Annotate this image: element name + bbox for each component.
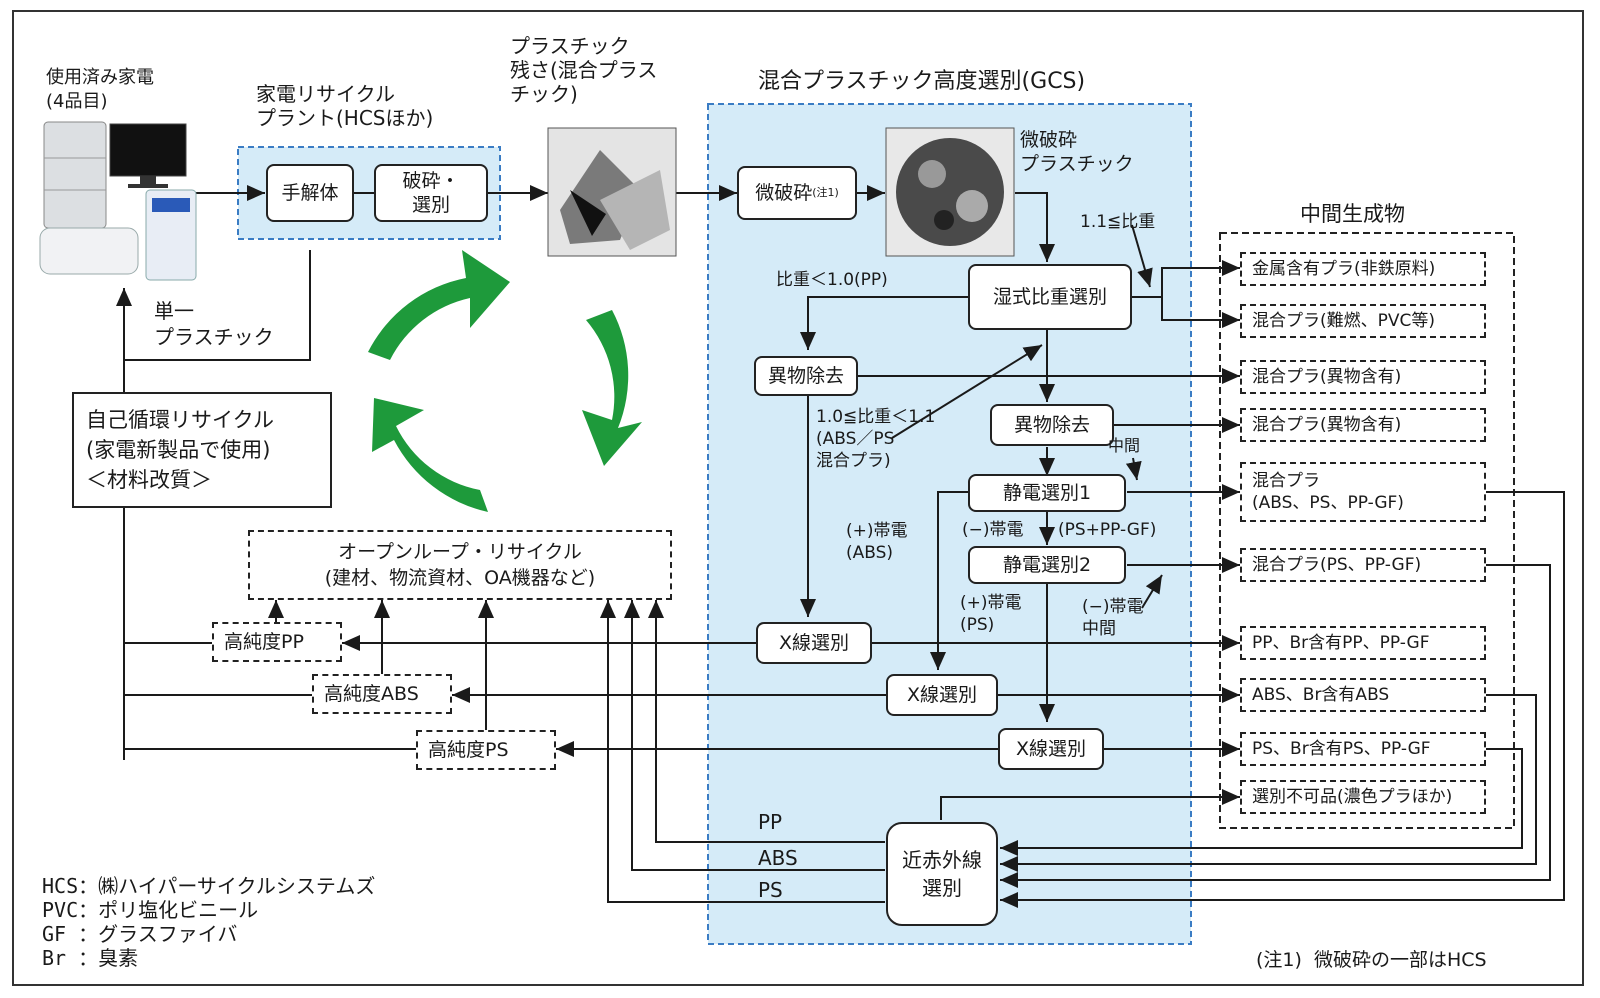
intermediate-item: PP、Br含有PP、PP-GF [1240, 626, 1486, 660]
sg-high-label: 1.1≦比重 [1080, 212, 1156, 232]
residue-label: プラスチック 残さ(混合プラス チック) [510, 34, 658, 106]
sg-low-label: 比重＜1.0(PP) [776, 270, 888, 290]
manual-dismantle-box: 手解体 [266, 164, 354, 222]
figure-frame [12, 10, 1584, 986]
plus-ps-label: (+)帯電 (PS) [960, 593, 1022, 635]
nir-pp-label: PP [758, 810, 783, 834]
xray-sort-ps-box: X線選別 [998, 728, 1104, 770]
intermediate-item: 混合プラ (ABS、PS、PP-GF) [1240, 462, 1486, 522]
appliances-label: 使用済み家電 (4品目) [46, 67, 154, 112]
high-purity-pp-box: 高純度PP [212, 622, 342, 662]
xray-sort-pp-box: X線選別 [756, 622, 872, 664]
intermediate-item: 金属含有プラ(非鉄原料) [1240, 252, 1486, 286]
nir-abs-label: ABS [758, 846, 798, 870]
sg-mid-label: 1.0≦比重＜1.1 (ABS／PS 混合プラ) [816, 407, 936, 471]
micro-crush-note: (注1) [812, 186, 839, 199]
intermediates-title: 中間生成物 [1300, 202, 1405, 226]
recycle-arrows-icon [368, 250, 642, 512]
legend-br: Br ：臭素 [42, 946, 139, 970]
air-conditioner-icon [39, 227, 139, 275]
crush-sort-box: 破砕・ 選別 [374, 164, 488, 222]
intermediate-item: ABS、Br含有ABS [1240, 678, 1486, 712]
ps-ppgf-label: (PS+PP-GF) [1058, 520, 1157, 540]
plant-title: 家電リサイクル プラント(HCSほか) [256, 82, 434, 130]
micro-crush-box: 微破砕(注1) [737, 166, 857, 220]
xray-sort-abs-box: X線選別 [886, 674, 998, 716]
wet-gravity-box: 湿式比重選別 [968, 264, 1132, 330]
plastic-residue-image [547, 127, 677, 257]
footnote: (注1) 微破砕の一部はHCS [1256, 949, 1487, 971]
tv-icon [109, 123, 187, 188]
legend-pvc: PVC：ポリ塩化ビニール [42, 898, 259, 922]
micro-crushed-plastic-image [885, 127, 1015, 257]
intermediate-item: 選別不可品(濃色プラほか) [1240, 780, 1486, 814]
electrostatic-2-box: 静電選別2 [968, 546, 1126, 584]
self-loop-recycle-box: 自己循環リサイクル (家電新製品で使用) ＜材料改質＞ [72, 392, 332, 508]
open-loop-recycle-box: オープンループ・リサイクル (建材、物流資材、OA機器など) [248, 530, 672, 600]
minus-middle-label: (−)帯電 中間 [1082, 597, 1144, 639]
legend-gf: GF ：グラスファイバ [42, 922, 238, 946]
electrostatic-1-box: 静電選別1 [968, 474, 1126, 512]
plus-abs-label: (+)帯電 (ABS) [846, 521, 908, 563]
middle-label: 中間 [1108, 436, 1141, 455]
intermediate-item: 混合プラ(異物含有) [1240, 408, 1486, 442]
single-plastic-label: 単一 プラスチック [154, 299, 274, 349]
intermediate-item: 混合プラ(難燃、PVC等) [1240, 304, 1486, 338]
foreign-removal-pp-box: 異物除去 [754, 356, 858, 396]
intermediate-item: 混合プラ(異物含有) [1240, 360, 1486, 394]
high-purity-abs-box: 高純度ABS [312, 674, 452, 714]
gcs-title: 混合プラスチック高度選別(GCS) [758, 69, 1086, 94]
nir-sort-box: 近赤外線 選別 [886, 822, 998, 926]
nir-ps-label: PS [758, 878, 783, 902]
foreign-removal-box: 異物除去 [990, 404, 1114, 446]
high-purity-ps-box: 高純度PS [416, 730, 556, 770]
legend-hcs: HCS：㈱ハイパーサイクルシステムズ [42, 874, 376, 898]
intermediate-item: 混合プラ(PS、PP-GF) [1240, 548, 1486, 582]
micro-plastic-label: 微破砕 プラスチック [1020, 129, 1134, 175]
washing-machine-icon [145, 189, 197, 281]
micro-crush-label: 微破砕 [755, 182, 813, 204]
refrigerator-icon [43, 121, 107, 229]
minus-charge-label: (−)帯電 [962, 520, 1024, 540]
intermediates-panel [1219, 232, 1515, 829]
intermediate-item: PS、Br含有PS、PP-GF [1240, 732, 1486, 766]
